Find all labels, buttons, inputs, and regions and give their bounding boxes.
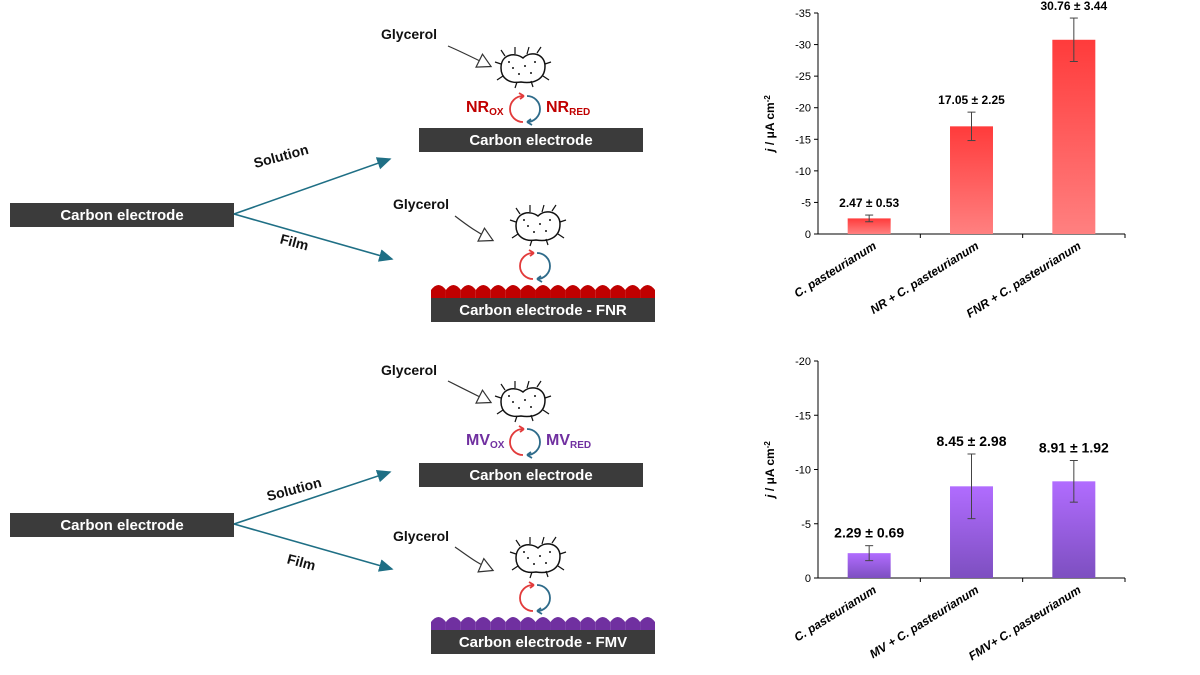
y-tick-label: -35 [795,8,811,20]
film-bump [595,617,611,630]
data-label: 8.45 ± 2.98 [937,433,1007,449]
mediator-red-label: NRRED [546,99,591,118]
redox-cycle-icon [509,425,541,459]
substrate-label: Glycerol [393,196,450,212]
carbon-electrode-fnr: Carbon electrode - FNR [431,298,655,322]
y-tick-label: -25 [795,71,811,83]
category-label: C. pasteurianum [792,583,879,645]
substrate-label: Glycerol [381,362,438,378]
data-label: 2.47 ± 0.53 [839,196,899,210]
film-bump [460,617,476,630]
category-label: NR + C. pasteurianum [868,238,982,316]
category-label: MV + C. pasteurianum [867,583,981,662]
y-tick-label: -20 [795,103,811,115]
y-tick-label: -10 [795,465,811,477]
glycerol-arrow-4 [454,546,495,573]
film-bump [610,285,626,298]
carbon-electrode-fmv: Carbon electrode - FMV [431,630,655,654]
film-layer-fmv [431,617,655,630]
film-bump [460,285,476,298]
film-bump [535,617,551,630]
substrate-label: Glycerol [393,528,450,544]
y-axis-label: j / μA cm-2 [763,441,778,500]
film-bump [640,285,655,298]
mediator-ox-label: MVOX [466,432,505,451]
film-bump [505,285,521,298]
film-bump [520,617,536,630]
category-label: FNR + C. pasteurianum [964,238,1084,320]
y-tick-label: -10 [795,166,811,178]
y-tick-label: 0 [805,573,811,585]
film-bump [550,617,566,630]
y-tick-label: -30 [795,40,811,52]
film-bump [475,285,491,298]
arrow-solution-bottom [233,469,392,525]
carbon-electrode-solution-top: Carbon electrode [419,128,643,152]
data-label: 30.76 ± 3.44 [1041,0,1108,13]
y-tick-label: -20 [795,356,811,368]
data-label: 8.91 ± 1.92 [1039,439,1109,455]
glycerol-arrow-1 [447,45,493,68]
y-tick-label: -15 [795,134,811,146]
bar [950,126,993,234]
bar [847,218,891,234]
redox-cycle-icon [509,92,541,126]
film-bump [431,617,446,630]
film-bump [565,617,581,630]
film-bump [580,285,596,298]
film-bump [445,617,461,630]
film-bump [431,285,446,298]
redox-cycle-icon [519,249,551,283]
film-layer-fnr [431,285,655,298]
bar-chart-nr: 0 -5 -10 -15 -20 -25 -30 -35 j / μA cm-2 2.47 ± 0… [763,0,1126,321]
film-bump [475,617,491,630]
arrow-solution-top [233,157,392,215]
film-bump [490,285,506,298]
bacterium-icon [509,204,567,247]
bacterium-icon [509,536,567,579]
bar-chart-mv: 0 -5 -10 -15 -20 j / μA cm-2 2.29 ± 0.69 C. pas… [763,356,1126,664]
source-electrode-top: Carbon electrode [10,203,234,227]
mediator-ox-label: NROX [466,99,504,118]
film-bump [640,617,655,630]
glycerol-arrow-2 [454,215,495,242]
data-label: 2.29 ± 0.69 [834,525,904,541]
y-axis-label: j / μA cm-2 [763,95,778,154]
film-bump [490,617,506,630]
y-tick-label: 0 [805,229,811,241]
film-bump [625,617,641,630]
source-electrode-bottom: Carbon electrode [10,513,234,537]
carbon-electrode-solution-bottom: Carbon electrode [419,463,643,487]
film-bump [520,285,536,298]
y-tick-label: -5 [801,519,811,531]
film-bump [550,285,566,298]
film-bump [625,285,641,298]
film-bump [610,617,626,630]
y-tick-label: -15 [795,410,811,422]
film-bump [445,285,461,298]
film-bump [565,285,581,298]
bacterium-icon [494,46,552,89]
film-bump [535,285,551,298]
redox-cycle-icon [519,581,551,615]
arrow-film-top [233,213,394,262]
bacterium-icon [494,380,552,423]
data-label: 17.05 ± 2.25 [938,93,1005,107]
bar [1052,39,1096,235]
arrow-film-bottom [233,523,394,572]
film-bump [505,617,521,630]
category-label: C. pasteurianum [792,239,879,301]
glycerol-arrow-3 [447,380,493,404]
substrate-label: Glycerol [381,26,438,42]
category-label: FMV+ C. pasteurianum [966,583,1084,664]
mediator-red-label: MVRED [546,432,592,451]
film-bump [595,285,611,298]
y-tick-label: -5 [801,197,811,209]
film-bump [580,617,596,630]
